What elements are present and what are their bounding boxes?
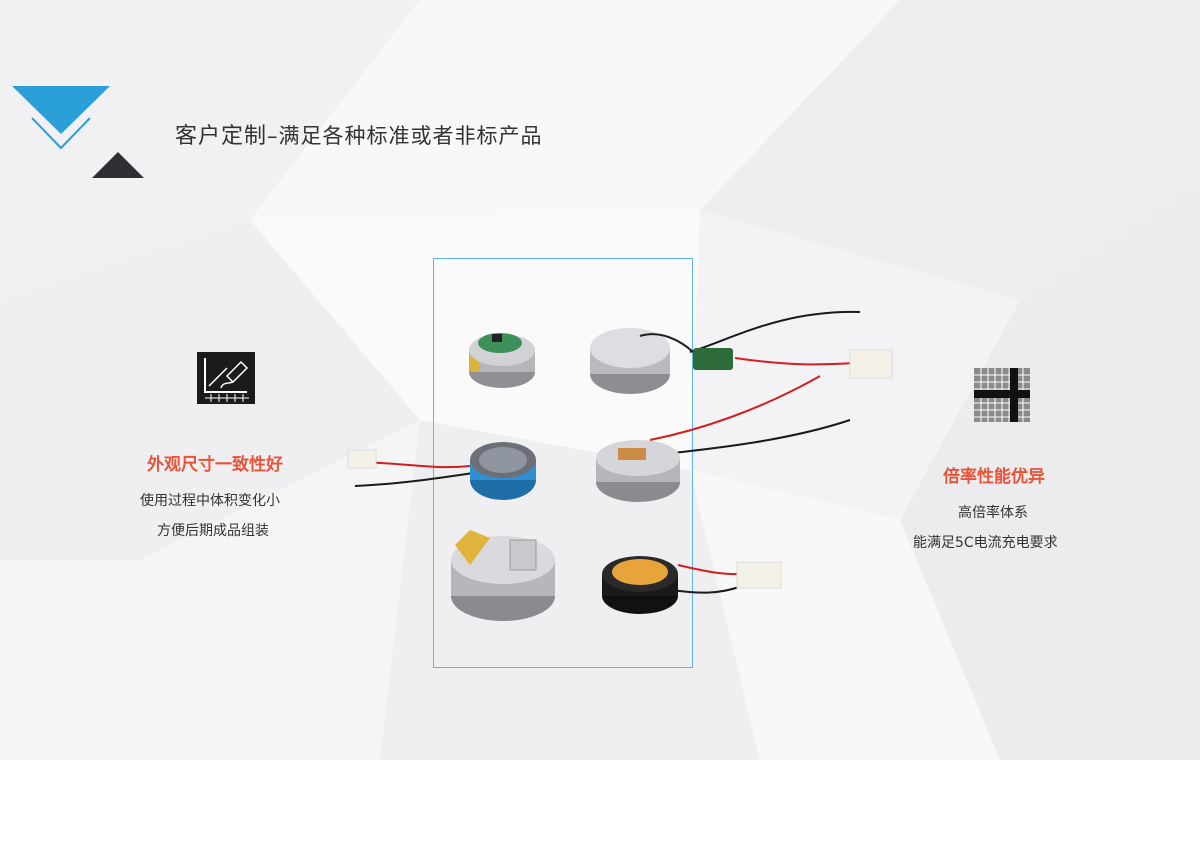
left-feature-line-1: 使用过程中体积变化小 xyxy=(140,493,280,509)
grid-matrix-icon xyxy=(974,368,1030,426)
page-title-main: 客户定制 xyxy=(175,124,268,149)
page-title: 客户定制–满足各种标准或者非标产品 xyxy=(175,118,543,150)
left-feature-title: 外观尺寸一致性好 xyxy=(147,455,283,475)
page-title-sub: –满足各种标准或者非标产品 xyxy=(267,124,543,148)
right-feature-line-2: 能满足5C电流充电要求 xyxy=(913,535,1058,551)
right-feature-line-1: 高倍率体系 xyxy=(958,505,1028,521)
ruler-pencil-icon xyxy=(197,352,255,408)
header-decoration xyxy=(12,86,144,178)
left-feature-line-2: 方便后期成品组装 xyxy=(157,523,269,539)
slide: 客户定制–满足各种标准或者非标产品 xyxy=(12,86,1058,668)
product-frame xyxy=(433,258,693,668)
product-illustration xyxy=(347,310,893,621)
right-feature-title: 倍率性能优异 xyxy=(943,467,1045,487)
